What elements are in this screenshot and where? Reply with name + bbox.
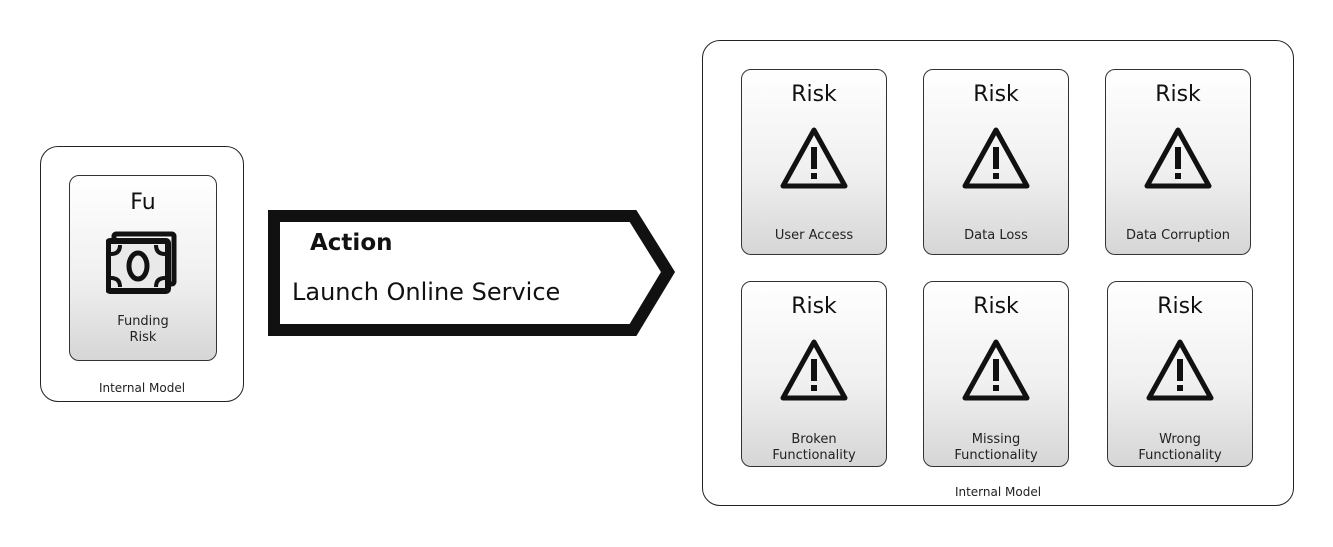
money-icon: [105, 230, 180, 300]
funding-risk-card[interactable]: Fu Funding Risk: [69, 175, 217, 361]
caption-line: Missing: [971, 432, 1021, 447]
warning-icon: [1143, 125, 1213, 195]
action-title: Action: [310, 230, 393, 256]
right-internal-model: Risk User Access Risk Data Loss Risk Dat…: [702, 40, 1294, 506]
risk-card-title: Risk: [1155, 82, 1201, 107]
right-model-label: Internal Model: [954, 485, 1042, 499]
risk-card-data-loss[interactable]: Risk Data Loss: [923, 69, 1069, 255]
left-model-label: Internal Model: [98, 381, 186, 395]
risk-card-title: Risk: [973, 294, 1019, 319]
action-text: Launch Online Service: [292, 278, 561, 306]
risk-card-missing-functionality[interactable]: Risk Missing Functionality: [923, 281, 1069, 467]
risk-card-caption: Wrong Functionality: [1108, 432, 1252, 464]
risk-card-broken-functionality[interactable]: Risk Broken Functionality: [741, 281, 887, 467]
risk-card-caption: Broken Functionality: [742, 432, 886, 464]
action-arrow-shape: [268, 210, 676, 336]
risk-card-user-access[interactable]: Risk User Access: [741, 69, 887, 255]
warning-icon: [961, 125, 1031, 195]
caption-line: Wrong: [1159, 432, 1201, 447]
caption-line: Funding: [117, 314, 169, 329]
risk-card-title: Risk: [1157, 294, 1203, 319]
funding-card-title: Fu: [130, 190, 156, 215]
risk-card-data-corruption[interactable]: Risk Data Corruption: [1105, 69, 1251, 255]
warning-icon: [1145, 337, 1215, 407]
risk-card-wrong-functionality[interactable]: Risk Wrong Functionality: [1107, 281, 1253, 467]
risk-card-caption: Data Corruption: [1106, 228, 1250, 244]
risk-card-title: Risk: [791, 82, 837, 107]
caption-line: Functionality: [1138, 448, 1222, 463]
warning-icon: [779, 125, 849, 195]
caption-line: Data Loss: [964, 228, 1028, 243]
left-internal-model: Fu Funding Risk Internal Model: [40, 146, 244, 402]
caption-line: Broken: [791, 432, 837, 447]
caption-line: Data Corruption: [1125, 228, 1231, 243]
risk-card-title: Risk: [791, 294, 837, 319]
caption-line: Risk: [129, 330, 157, 345]
caption-line: Functionality: [954, 448, 1038, 463]
risk-card-caption: Data Loss: [924, 228, 1068, 244]
warning-icon: [961, 337, 1031, 407]
warning-icon: [779, 337, 849, 407]
risk-card-caption: User Access: [742, 228, 886, 244]
risk-card-caption: Missing Functionality: [924, 432, 1068, 464]
funding-card-caption: Funding Risk: [70, 314, 216, 346]
caption-line: User Access: [774, 228, 854, 243]
risk-card-title: Risk: [973, 82, 1019, 107]
caption-line: Functionality: [772, 448, 856, 463]
